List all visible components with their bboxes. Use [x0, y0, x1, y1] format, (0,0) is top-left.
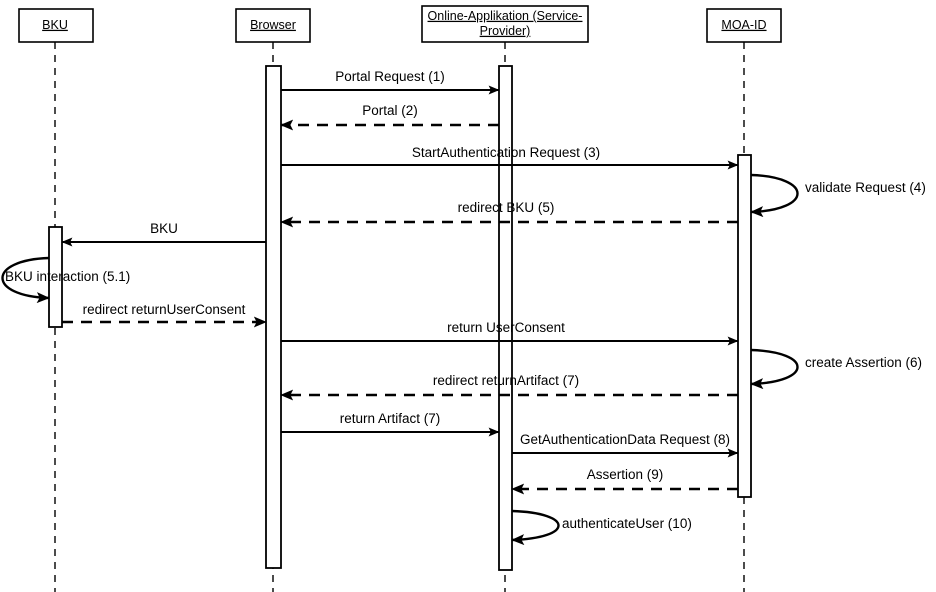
- activation-bars-group: [48, 65, 752, 571]
- actor-box-online_app[interactable]: [421, 5, 589, 43]
- message-label-6: create Assertion (6): [805, 355, 922, 370]
- actor-label-online_app: Provider): [480, 24, 531, 38]
- self-message-5.1: [1, 256, 50, 304]
- actor-label-browser: Browser: [250, 18, 296, 32]
- message-label-5a: BKU: [150, 221, 178, 236]
- message-label-10: authenticateUser (10): [562, 516, 692, 531]
- actor-boxes-group: BKU Browser Online-Applikation (Service-Pr…: [18, 5, 782, 43]
- message-label-9: Assertion (9): [587, 467, 664, 482]
- message-label-5.2: redirect returnUserConsent: [83, 302, 246, 317]
- message-label-3: StartAuthentication Request (3): [412, 145, 600, 160]
- act-online-app[interactable]: [498, 65, 513, 571]
- act-browser[interactable]: [265, 65, 282, 569]
- actor-box-moaid[interactable]: [706, 8, 782, 43]
- message-label-7: redirect returnArtifact (7): [433, 373, 579, 388]
- actor-box-bku[interactable]: [18, 8, 94, 43]
- actor-label-bku: BKU: [42, 18, 68, 32]
- message-label-5.1: BKU interaction (5.1): [5, 269, 130, 284]
- self-message-6: [750, 348, 799, 390]
- messages-group: Portal Request (1) Portal (2) StartAuthent…: [1, 69, 926, 546]
- message-label-8: GetAuthenticationData Request (8): [520, 432, 730, 447]
- actor-label-moaid: MOA-ID: [721, 18, 766, 32]
- message-label-6a: return UserConsent: [447, 320, 565, 335]
- message-label-1: Portal Request (1): [335, 69, 445, 84]
- actor-label-online_app: Online-Applikation (Service-: [428, 9, 583, 23]
- message-label-7b: return Artifact (7): [340, 411, 441, 426]
- self-message-10: [511, 509, 560, 546]
- self-message-4: [750, 173, 799, 218]
- act-moaid[interactable]: [737, 154, 752, 498]
- act-bku[interactable]: [48, 226, 63, 328]
- message-label-5: redirect BKU (5): [458, 200, 555, 215]
- message-label-2: Portal (2): [362, 103, 418, 118]
- actor-box-browser[interactable]: [235, 8, 311, 43]
- message-label-4: validate Request (4): [805, 180, 926, 195]
